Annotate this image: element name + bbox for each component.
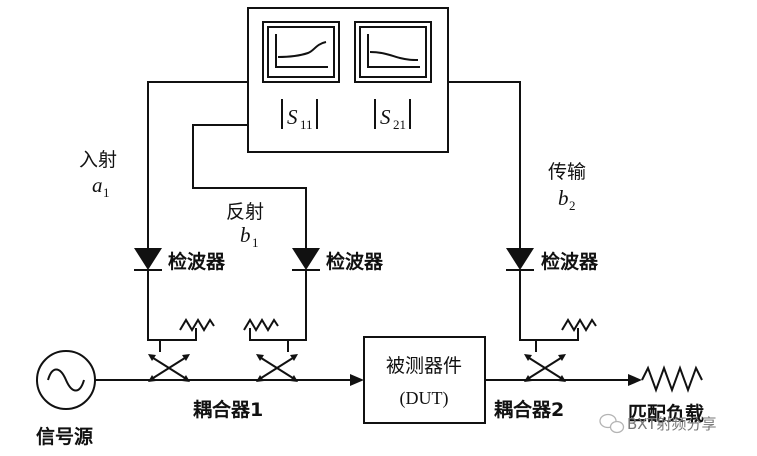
s11-label: S 11 — [281, 99, 318, 132]
dut-label: 被测器件 — [386, 355, 462, 377]
arrow-to-load-icon — [628, 374, 642, 386]
s11-screen — [262, 21, 340, 83]
coupler-1-label: 耦合器1 — [193, 398, 263, 421]
coupler-1-termination-b — [243, 318, 279, 332]
reflected-path-wire — [192, 124, 307, 352]
detector-3-label: 检波器 — [541, 250, 599, 273]
signal-source-icon — [36, 350, 96, 410]
coupler-2-icon — [524, 354, 566, 382]
coupler-1-port-b-icon — [256, 354, 298, 382]
display-instrument: S 11 S 21 — [247, 7, 449, 153]
matched-load-label: 匹配负载 — [628, 402, 704, 425]
incident-label: 入射 — [79, 149, 117, 171]
detector-2-label: 检波器 — [326, 250, 384, 273]
coupler-2-label: 耦合器2 — [494, 398, 564, 421]
watermark: BXT射频分享 — [599, 413, 716, 434]
arrow-to-dut-icon — [350, 374, 364, 386]
transmitted-sub: 2 — [569, 198, 576, 213]
svg-text:S: S — [287, 105, 298, 129]
incident-var: a — [92, 173, 103, 197]
reflected-var: b — [240, 223, 251, 247]
watermark-text: BXT射频分享 — [627, 415, 716, 433]
svg-text:S: S — [380, 105, 391, 129]
detector-diode-2 — [292, 248, 320, 271]
svg-text:11: 11 — [300, 117, 313, 132]
reflected-label: 反射 — [226, 201, 264, 223]
coupler-1-port-a-icon — [148, 354, 190, 382]
detector-diode-3 — [506, 248, 534, 271]
dut-box: 被测器件 (DUT) — [363, 336, 486, 424]
dut-abbr: (DUT) — [400, 388, 449, 409]
svg-text:21: 21 — [393, 117, 406, 132]
detector-1-label: 检波器 — [168, 250, 226, 273]
incident-path-wire — [147, 81, 248, 352]
transmitted-path-wire — [448, 81, 579, 352]
matched-load-resistor — [641, 365, 703, 393]
reflected-sub: 1 — [252, 235, 259, 250]
wechat-icon — [599, 413, 625, 434]
s21-label: S 21 — [374, 99, 411, 132]
s21-screen — [354, 21, 432, 83]
signal-source-label: 信号源 — [36, 425, 93, 448]
coupler-1-termination-a — [179, 318, 215, 332]
coupler-2-termination — [561, 318, 597, 332]
incident-sub: 1 — [103, 185, 110, 200]
transmitted-label: 传输 — [548, 161, 586, 183]
detector-diode-1 — [134, 248, 162, 271]
transmitted-var: b — [558, 186, 569, 210]
